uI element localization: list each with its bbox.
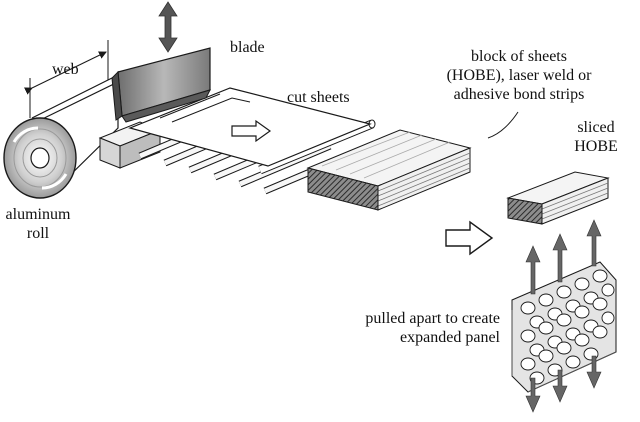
blade-label: blade	[230, 39, 265, 56]
sliced-hobe	[506, 171, 610, 225]
web-dimension	[23, 40, 109, 118]
blade	[111, 47, 211, 123]
aluminum-roll	[3, 75, 119, 199]
sliced-hobe-label-line-2: HOBE	[574, 138, 618, 155]
block-label: block of sheets (HOBE), laser weld or ad…	[414, 47, 624, 104]
sliced-hobe-label-line-1: sliced	[577, 119, 615, 136]
pulled-apart-label-line-1: pulled apart to create	[365, 310, 500, 327]
hollow-right-arrow-icon	[445, 220, 494, 256]
double-vertical-arrow-icon	[158, 1, 178, 53]
sliced-hobe-label: sliced HOBE	[560, 118, 632, 156]
pulled-apart-label-line-2: expanded panel	[400, 329, 500, 346]
feed-direction-arrow	[231, 119, 272, 143]
expanded-honeycomb-panel	[511, 261, 617, 393]
block-label-line-2: (HOBE), laser weld or	[446, 67, 592, 84]
cut-sheets-label: cut sheets	[287, 89, 350, 106]
hobe-block	[306, 129, 472, 211]
block-label-line-3: adhesive bond strips	[453, 86, 585, 103]
block-label-line-1: block of sheets	[471, 48, 567, 65]
aluminum-roll-label-line-2: roll	[26, 225, 50, 242]
web-label: web	[52, 61, 79, 78]
pull-apart-arrows-icon	[525, 219, 602, 413]
block-callout-line	[487, 111, 519, 139]
aluminum-roll-label-line-1: aluminum	[5, 206, 71, 223]
pulled-apart-label: pulled apart to create expanded panel	[312, 309, 500, 347]
aluminum-roll-label: aluminum roll	[0, 205, 76, 243]
